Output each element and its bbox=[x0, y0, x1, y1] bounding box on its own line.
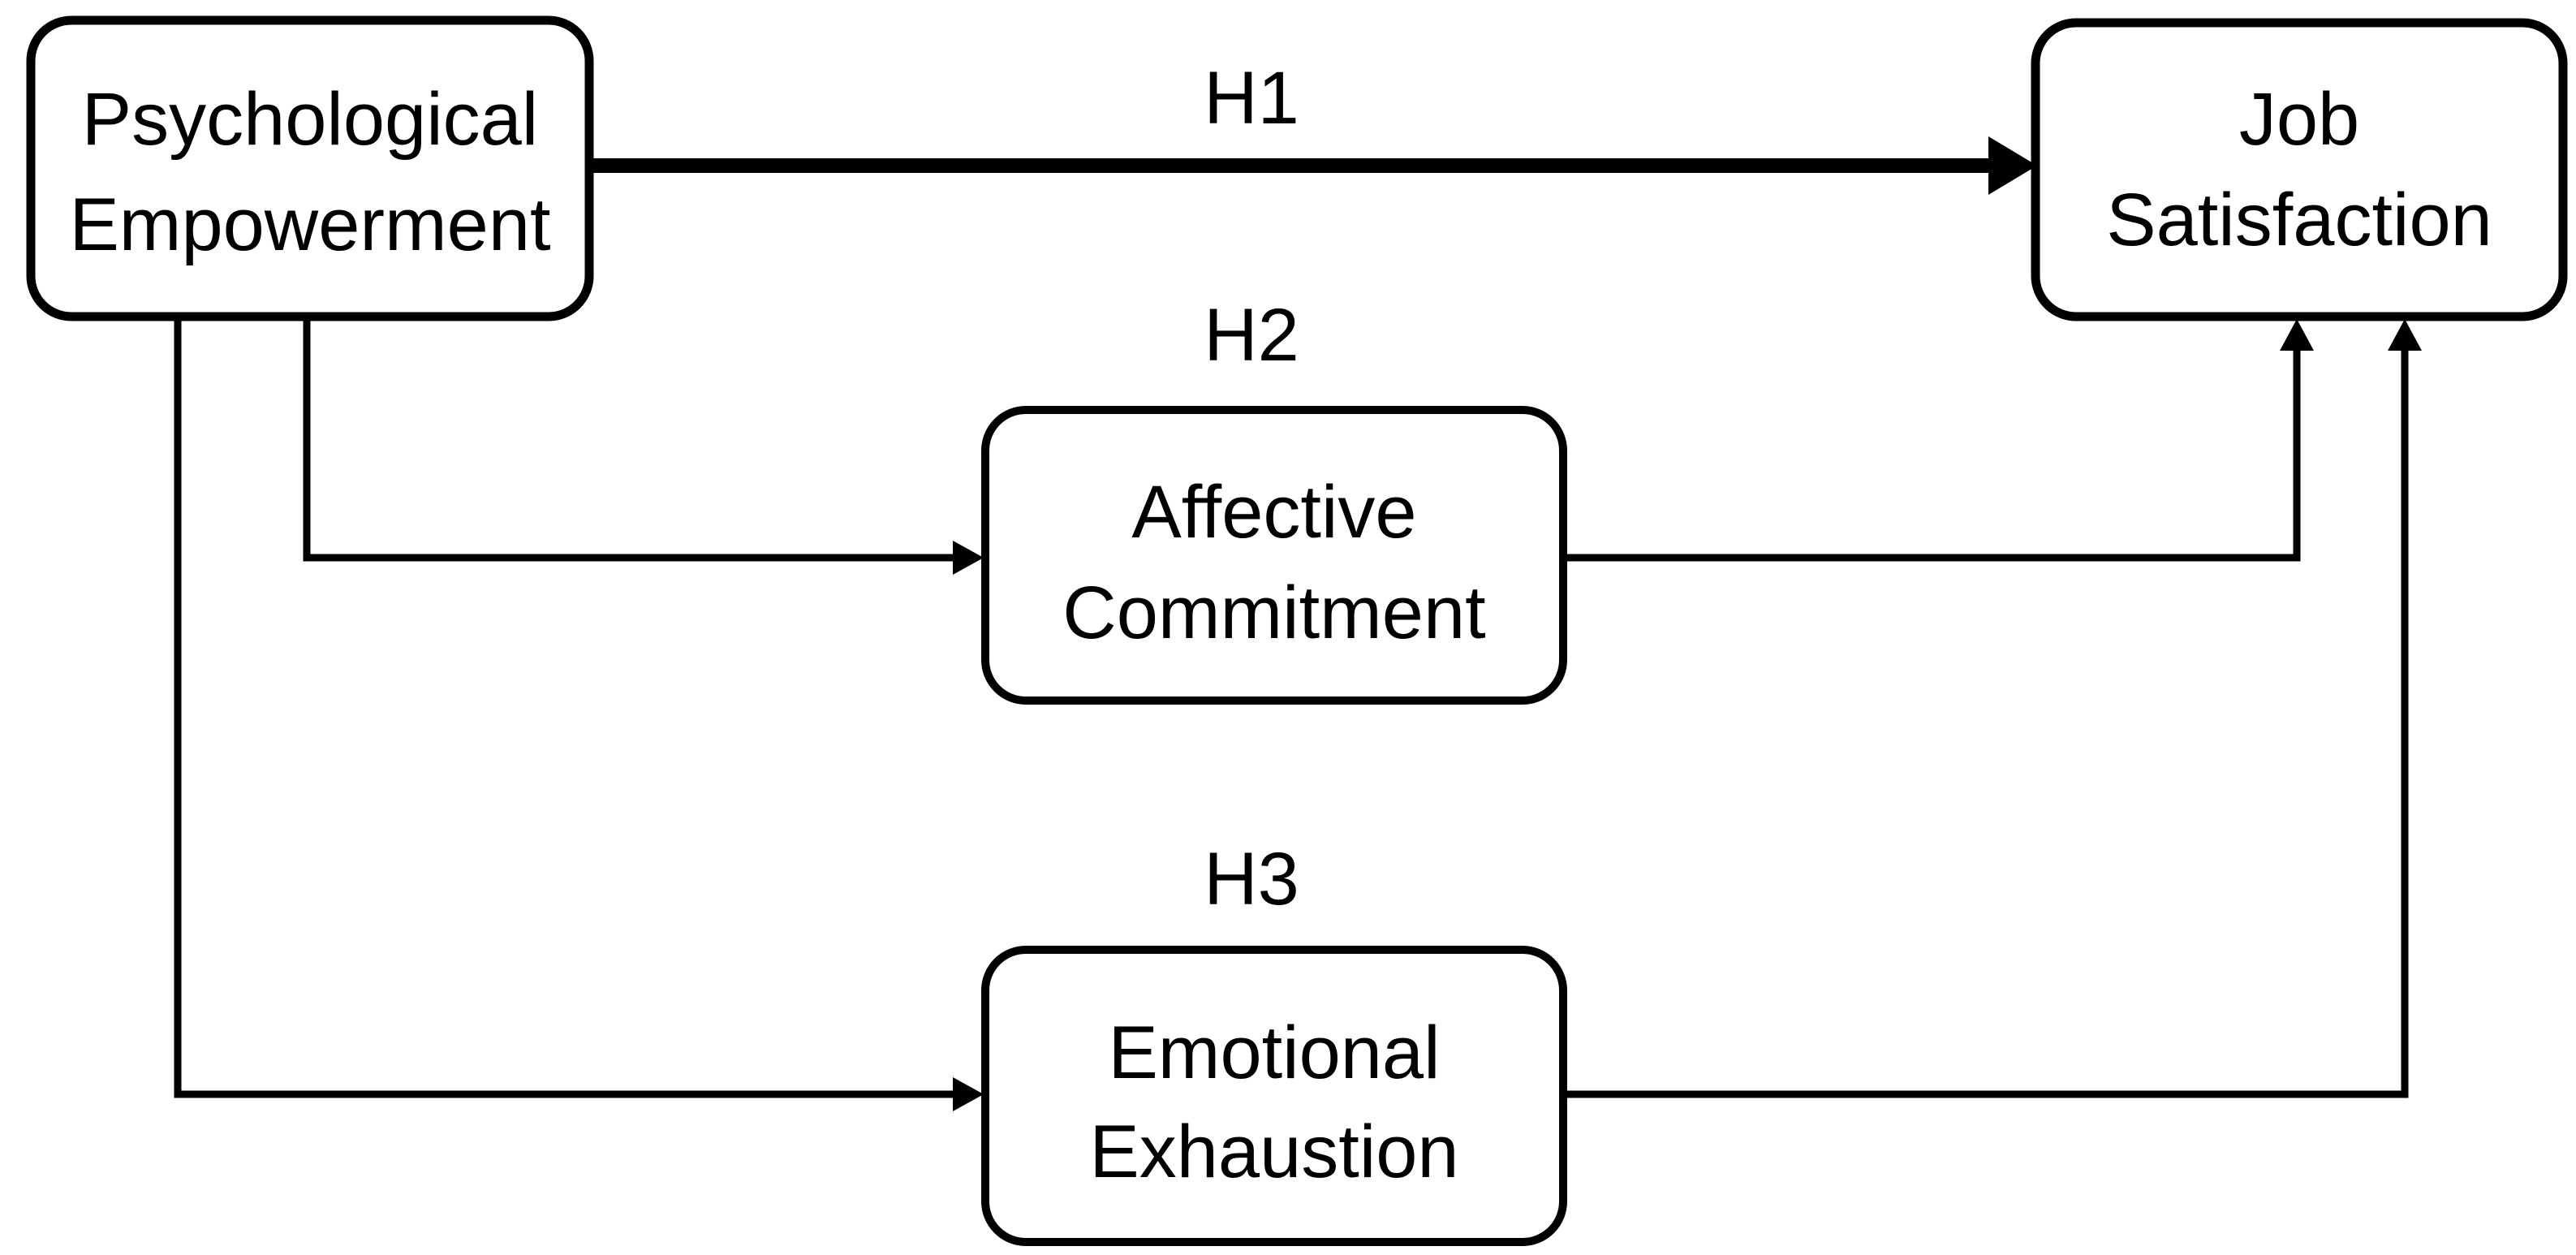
edge-h1-pe-to-js bbox=[589, 136, 2037, 195]
h2-label: H2 bbox=[1204, 294, 1299, 377]
node-psychological-empowerment-label-line1: Psychological bbox=[82, 78, 539, 161]
edge-h2-in-line bbox=[303, 317, 953, 562]
node-psychological-empowerment-label-line2: Empowerment bbox=[69, 183, 550, 266]
edge-h2-pe-to-ac bbox=[303, 317, 984, 575]
node-emotional-exhaustion-box bbox=[981, 946, 1567, 1246]
node-psychological-empowerment-box bbox=[26, 15, 594, 321]
node-psychological-empowerment: Psychological Empowerment bbox=[26, 15, 594, 321]
h1-arrowhead-icon bbox=[1988, 136, 2037, 195]
node-job-satisfaction-label-line2: Satisfaction bbox=[2106, 179, 2492, 261]
h3-out-arrowhead-icon bbox=[2388, 319, 2422, 351]
node-affective-commitment-box bbox=[981, 406, 1567, 705]
h1-label: H1 bbox=[1204, 57, 1299, 140]
edge-h2-ac-to-js bbox=[1563, 319, 2314, 562]
h3-in-arrowhead-icon bbox=[953, 1077, 984, 1111]
node-emotional-exhaustion-label-line2: Exhaustion bbox=[1089, 1111, 1458, 1193]
edge-h3-ee-to-js bbox=[1563, 319, 2422, 1098]
node-affective-commitment: Affective Commitment bbox=[981, 406, 1567, 705]
h2-in-arrowhead-icon bbox=[953, 541, 984, 575]
node-job-satisfaction-box bbox=[2031, 18, 2568, 321]
node-job-satisfaction-label-line1: Job bbox=[2239, 78, 2359, 161]
node-emotional-exhaustion: Emotional Exhaustion bbox=[981, 946, 1567, 1246]
node-affective-commitment-label-line1: Affective bbox=[1131, 471, 1416, 554]
h3-label: H3 bbox=[1204, 838, 1299, 921]
edge-h2-out-line bbox=[1563, 351, 2301, 562]
edge-h3-in-line bbox=[174, 317, 953, 1098]
h2-out-arrowhead-icon bbox=[2280, 319, 2314, 351]
node-emotional-exhaustion-label-line1: Emotional bbox=[1108, 1011, 1440, 1094]
edge-h3-out-line bbox=[1563, 351, 2409, 1098]
node-job-satisfaction: Job Satisfaction bbox=[2031, 18, 2568, 321]
node-affective-commitment-label-line2: Commitment bbox=[1062, 571, 1485, 654]
edge-h3-pe-to-ee bbox=[174, 317, 984, 1111]
